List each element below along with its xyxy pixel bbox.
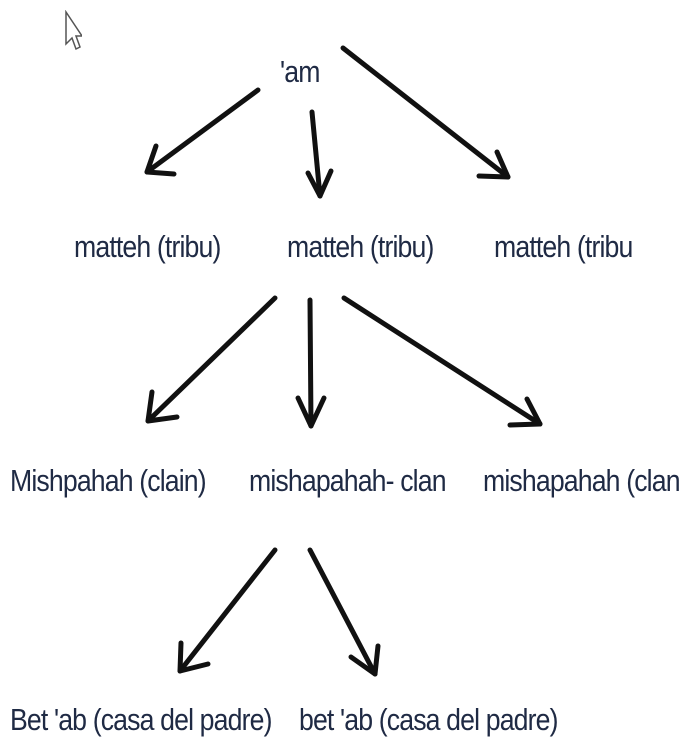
node-clan-1: Mishpahah (clain) <box>10 463 207 498</box>
arrow-tribe-to-clan-3 <box>341 295 543 428</box>
node-tribe-2: matteh (tribu) <box>287 229 434 264</box>
arrow-clan-to-house-2 <box>307 547 381 677</box>
mouse-pointer-icon <box>65 10 82 51</box>
node-tribe-3: matteh (tribu <box>494 229 633 264</box>
arrow-clan-to-house-1 <box>177 547 278 674</box>
node-clan-3: mishapahah (clan) <box>483 463 679 498</box>
node-clan-2: mishapahah- clan <box>249 463 447 498</box>
arrow-root-to-tribe-2 <box>305 109 334 199</box>
arrow-tribe-to-clan-2 <box>295 297 327 429</box>
node-root: 'am <box>280 54 320 89</box>
arrow-tribe-to-clan-1 <box>145 295 278 424</box>
arrow-root-to-tribe-3 <box>340 45 511 180</box>
arrow-root-to-tribe-1 <box>144 87 261 177</box>
node-house-2: bet 'ab (casa del padre) <box>299 702 558 737</box>
node-house-1: Bet 'ab (casa del padre) <box>10 702 272 737</box>
node-tribe-1: matteh (tribu) <box>74 229 221 264</box>
